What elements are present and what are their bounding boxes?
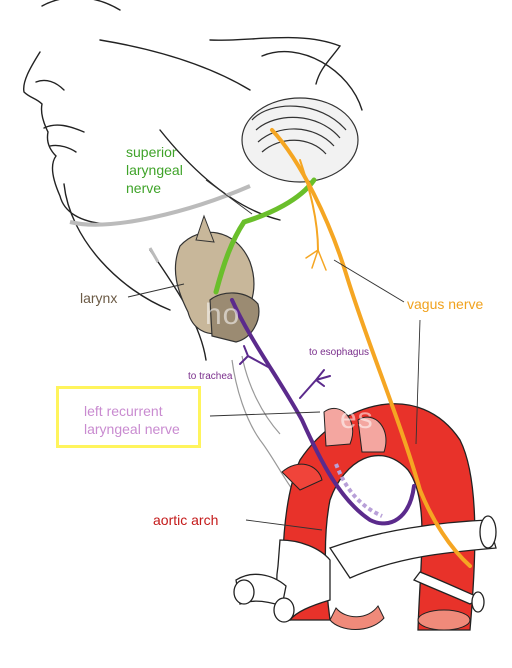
to-esophagus-label: to esophagus [309,347,370,358]
leader-lines [127,179,421,531]
label-line: nerve [126,180,162,196]
aortic-arch-label: aortic arch [153,512,219,528]
pulmonary-vessels [233,515,497,623]
label-line: laryngeal nerve [84,421,180,437]
to-trachea-label: to trachea [188,371,233,382]
trachea [231,355,301,501]
vagus-nerve-label: vagus nerve [407,296,484,312]
larynx-label: larynx [80,290,118,306]
left-recurrent-laryngeal-nerve-label: left recurrent laryngeal nerve [84,402,180,438]
label-line: left recurrent [84,403,163,419]
superior-laryngeal-nerve [213,177,317,295]
watermark-fragment: es [340,402,374,435]
ear-icon [241,97,359,183]
jaw-shadow [69,184,251,227]
watermark-fragment: ho [205,298,241,331]
recurrent-nerve-behind-aorta [334,463,383,518]
neck-shadow [148,247,160,263]
vagus-nerve [270,128,472,568]
label-line: laryngeal [126,162,183,178]
label-line: superior [126,144,177,160]
aortic-arch [281,403,476,631]
recurrent-laryngeal-nerve [230,298,416,526]
superior-laryngeal-nerve-label: superior laryngeal nerve [126,143,183,197]
highlight-box [56,386,201,448]
